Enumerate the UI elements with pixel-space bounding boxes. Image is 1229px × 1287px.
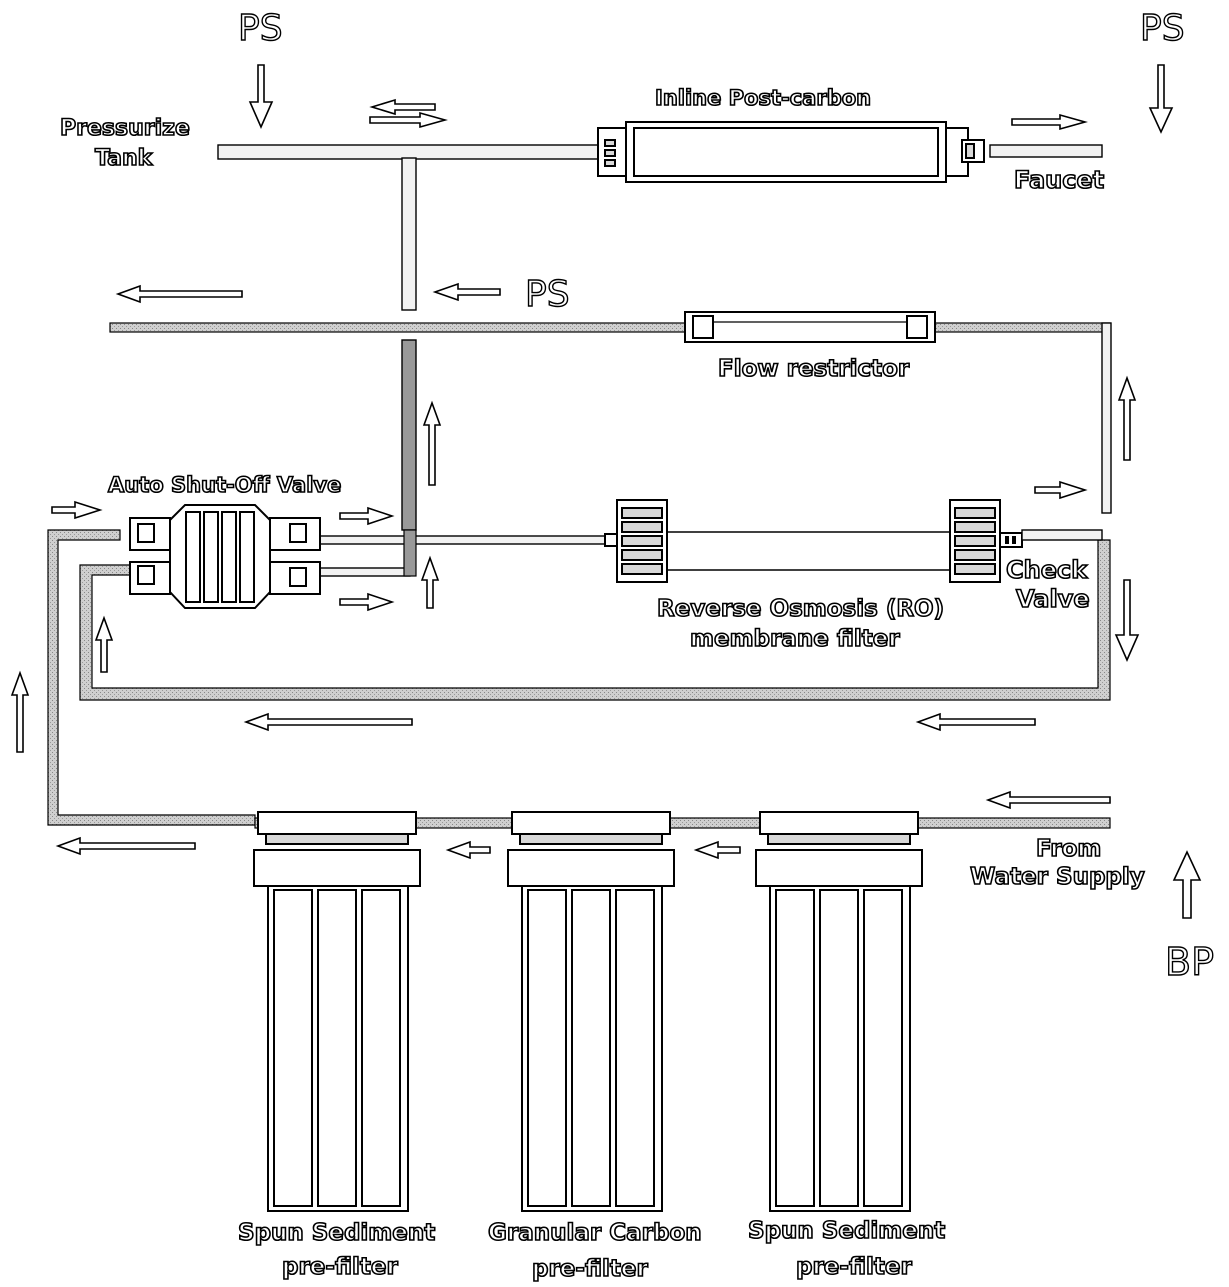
check-valve — [999, 529, 1103, 548]
arrow-left-filter2 — [445, 840, 491, 860]
ps-top-right-label: PS — [1140, 8, 1185, 49]
arrow-up-right-pipe — [1117, 375, 1137, 461]
inline-post-carbon-label: Inline Post-carbon — [655, 86, 871, 110]
arrow-left-supply — [985, 790, 1111, 810]
filter3-label-1: Spun Sediment — [748, 1218, 945, 1244]
inline-post-carbon-filter — [597, 121, 985, 183]
arrow-up-inner-loop — [94, 615, 114, 673]
tank-line — [217, 144, 1103, 311]
auto-shut-off-valve-label: Auto Shut-Off Valve — [108, 473, 341, 497]
prefilter-2 — [507, 811, 675, 1212]
arrow-up-bp — [1172, 850, 1202, 919]
pressurize-tank-label-1: Pressurize — [60, 116, 190, 141]
arrow-left-filter1 — [55, 836, 196, 856]
arrow-left-inner-bottom-1 — [243, 712, 413, 732]
arrow-right-faucet — [1011, 113, 1088, 131]
ps-top-left-label: PS — [238, 8, 283, 49]
pressurize-tank-label-2: Tank — [95, 146, 154, 171]
prefilter-3 — [755, 811, 923, 1212]
arrow-right-check — [1034, 480, 1088, 500]
from-water-supply-label-1: From — [1036, 836, 1101, 862]
arrow-up-aso — [420, 555, 440, 609]
filter2-label-2: pre-filter — [532, 1256, 648, 1282]
arrow-left-ps-middle — [432, 282, 501, 302]
arrow-down-ps-right — [1148, 64, 1174, 134]
arrow-up-outer-loop — [10, 670, 30, 753]
ro-membrane-label-1: Reverse Osmosis (RO) — [657, 596, 944, 622]
supply-line — [254, 817, 1111, 829]
flow-restrictor-label: Flow restrictor — [718, 356, 910, 382]
arrow-left-drain — [115, 284, 243, 304]
check-valve-label-2: Valve — [1016, 585, 1090, 613]
filter3-label-2: pre-filter — [796, 1254, 912, 1280]
arrow-left-filter3 — [693, 840, 741, 860]
faucet-label: Faucet — [1014, 166, 1104, 194]
ps-middle-label: PS — [525, 274, 570, 315]
arrow-left-tank — [369, 98, 436, 116]
flow-arrows — [10, 64, 1202, 919]
ro-membrane-filter — [604, 499, 1001, 583]
arrow-down-right-loop — [1114, 579, 1140, 662]
check-valve-label-1: Check — [1006, 556, 1088, 584]
bp-label: BP — [1165, 940, 1214, 984]
arrow-down-ps-left — [248, 64, 274, 129]
labels: PS PS PS BP Pressurize Tank Inline Post-… — [59, 7, 1214, 1283]
arrow-left-inner-bottom-2 — [915, 712, 1036, 732]
ro-membrane-label-2: membrane filter — [690, 626, 900, 652]
arrow-up-product — [422, 400, 442, 486]
arrow-right-tank — [369, 111, 448, 129]
arrow-right-aso-top — [339, 506, 395, 526]
flow-restrictor — [684, 311, 936, 343]
filter2-label-1: Granular Carbon — [488, 1220, 702, 1246]
arrow-right-aso-in — [51, 500, 103, 520]
prefilter-1 — [253, 811, 421, 1212]
filter1-label-1: Spun Sediment — [238, 1220, 435, 1246]
auto-shut-off-valve — [129, 504, 321, 609]
filter1-label-2: pre-filter — [282, 1254, 398, 1280]
product-pipe — [401, 339, 417, 531]
from-water-supply-label-2: Water Supply — [970, 864, 1145, 890]
arrow-right-aso-bottom — [339, 592, 395, 612]
